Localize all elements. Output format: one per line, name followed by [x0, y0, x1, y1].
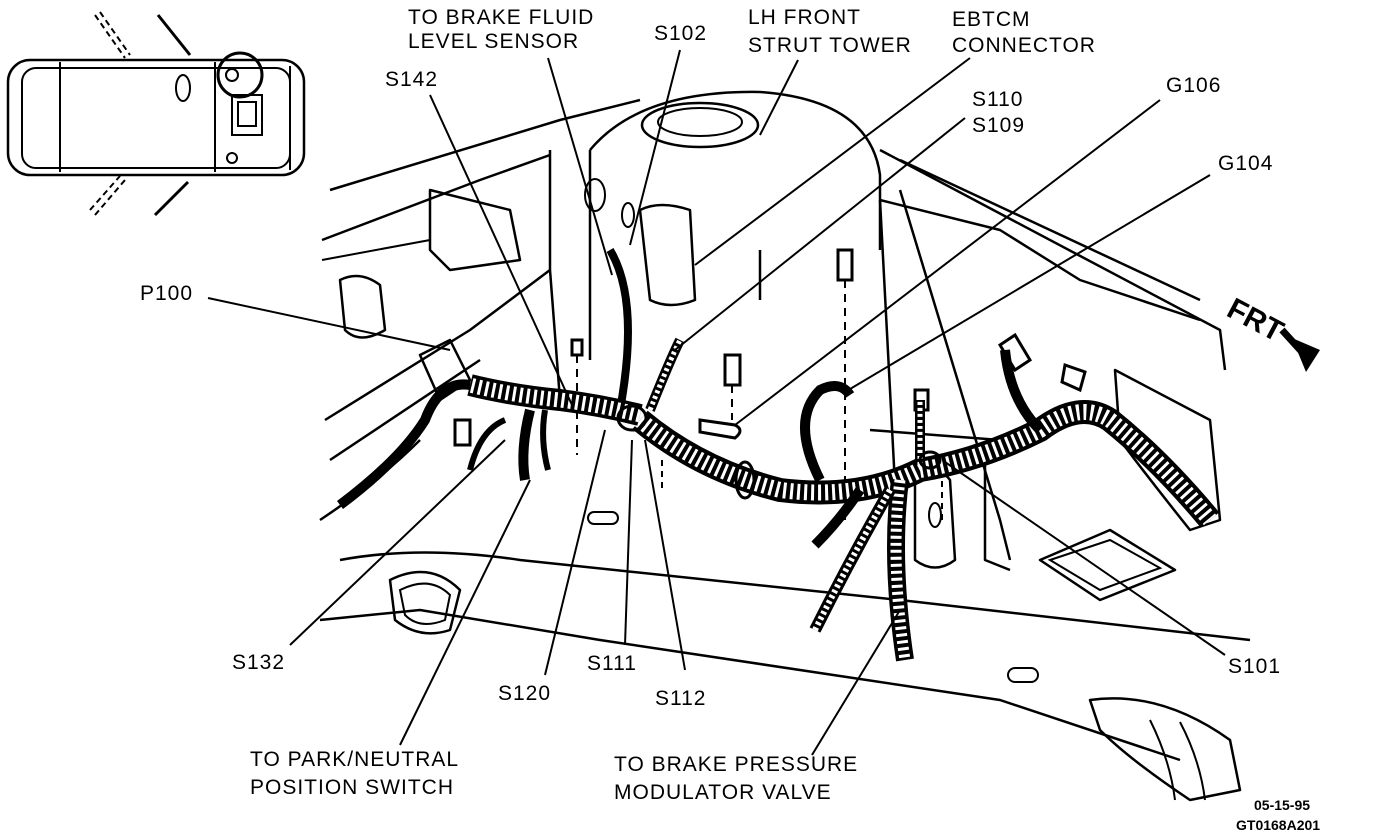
- frt-label: FRT: [1222, 292, 1289, 349]
- label-p100: P100: [140, 282, 193, 305]
- label-brake-fluid-line1: TO BRAKE FLUID: [408, 6, 594, 29]
- label-s120: S120: [498, 682, 551, 705]
- label-s101: S101: [1228, 655, 1281, 678]
- label-lh-front-line1: LH FRONT: [748, 6, 861, 29]
- wiring-harness: [336, 247, 1220, 662]
- label-s112: S112: [655, 687, 707, 710]
- label-ebtcm-line1: EBTCM: [952, 8, 1031, 31]
- leader-lines: [207, 49, 1226, 756]
- engine-compartment-body: [319, 90, 1251, 802]
- label-s132: S132: [232, 651, 285, 674]
- front-direction-indicator: FRT: [1222, 292, 1320, 372]
- label-brake-pressure-line1: TO BRAKE PRESSURE: [614, 753, 858, 776]
- label-s142: S142: [385, 68, 438, 91]
- label-s110: S110: [972, 88, 1024, 111]
- callout-labels: TO BRAKE FLUID LEVEL SENSOR S102 LH FRON…: [140, 6, 1320, 833]
- label-g106: G106: [1166, 74, 1221, 97]
- label-park-neutral-line1: TO PARK/NEUTRAL: [250, 748, 459, 771]
- label-brake-pressure-line2: MODULATOR VALVE: [614, 781, 832, 804]
- label-s111: S111: [587, 652, 637, 675]
- label-s109: S109: [972, 114, 1025, 137]
- label-park-neutral-line2: POSITION SWITCH: [250, 776, 454, 799]
- label-s102: S102: [654, 22, 707, 45]
- label-g104: G104: [1218, 152, 1273, 175]
- footer-date: 05-15-95: [1254, 797, 1310, 813]
- label-brake-fluid-line2: LEVEL SENSOR: [408, 30, 579, 53]
- label-lh-front-line2: STRUT TOWER: [748, 34, 912, 57]
- label-ebtcm-line2: CONNECTOR: [952, 34, 1096, 57]
- footer-code: GT0168A201: [1236, 817, 1320, 833]
- vehicle-locator-inset: [6, 11, 306, 217]
